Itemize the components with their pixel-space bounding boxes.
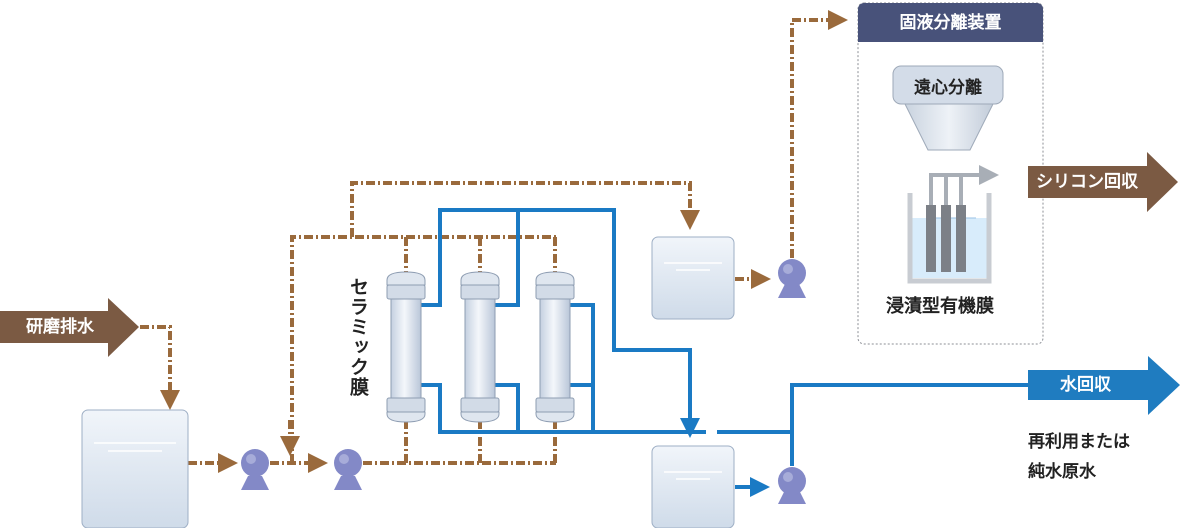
pump-icon bbox=[778, 259, 806, 298]
brown-flow-lines bbox=[140, 10, 848, 473]
submerged-membrane-icon bbox=[907, 165, 999, 284]
silicon-recovery-label: シリコン回収 bbox=[1036, 171, 1138, 192]
raw-water-tank bbox=[81, 409, 189, 529]
water-recovery-arrow bbox=[1028, 356, 1180, 415]
solid-liquid-separator-title: 固液分離装置 bbox=[899, 12, 1002, 33]
centrifuge-icon bbox=[892, 65, 1004, 151]
pump-icon bbox=[778, 467, 806, 504]
centrifugal-separation-label: 遠心分離 bbox=[914, 77, 982, 98]
reuse-note-line2: 純水原水 bbox=[1028, 462, 1096, 482]
concentrate-tank bbox=[651, 236, 735, 320]
silicon-recovery-arrow bbox=[1028, 152, 1178, 212]
blue-flow-lines bbox=[420, 208, 1028, 497]
solid-liquid-separator-panel bbox=[857, 2, 1044, 345]
ceramic-membrane-label: セラミック膜 bbox=[347, 277, 369, 397]
grinding-wastewater-label: 研磨排水 bbox=[26, 316, 94, 337]
grinding-wastewater-arrow bbox=[0, 298, 139, 357]
water-recovery-label: 水回収 bbox=[1060, 374, 1111, 395]
reuse-note-line1: 再利用または bbox=[1028, 432, 1130, 452]
submerged-membrane-label: 浸漬型有機膜 bbox=[886, 296, 994, 317]
pump-icon bbox=[241, 449, 269, 490]
treated-water-tank bbox=[651, 445, 735, 529]
membrane-module-icon bbox=[386, 271, 575, 423]
pump-icon bbox=[334, 449, 362, 490]
